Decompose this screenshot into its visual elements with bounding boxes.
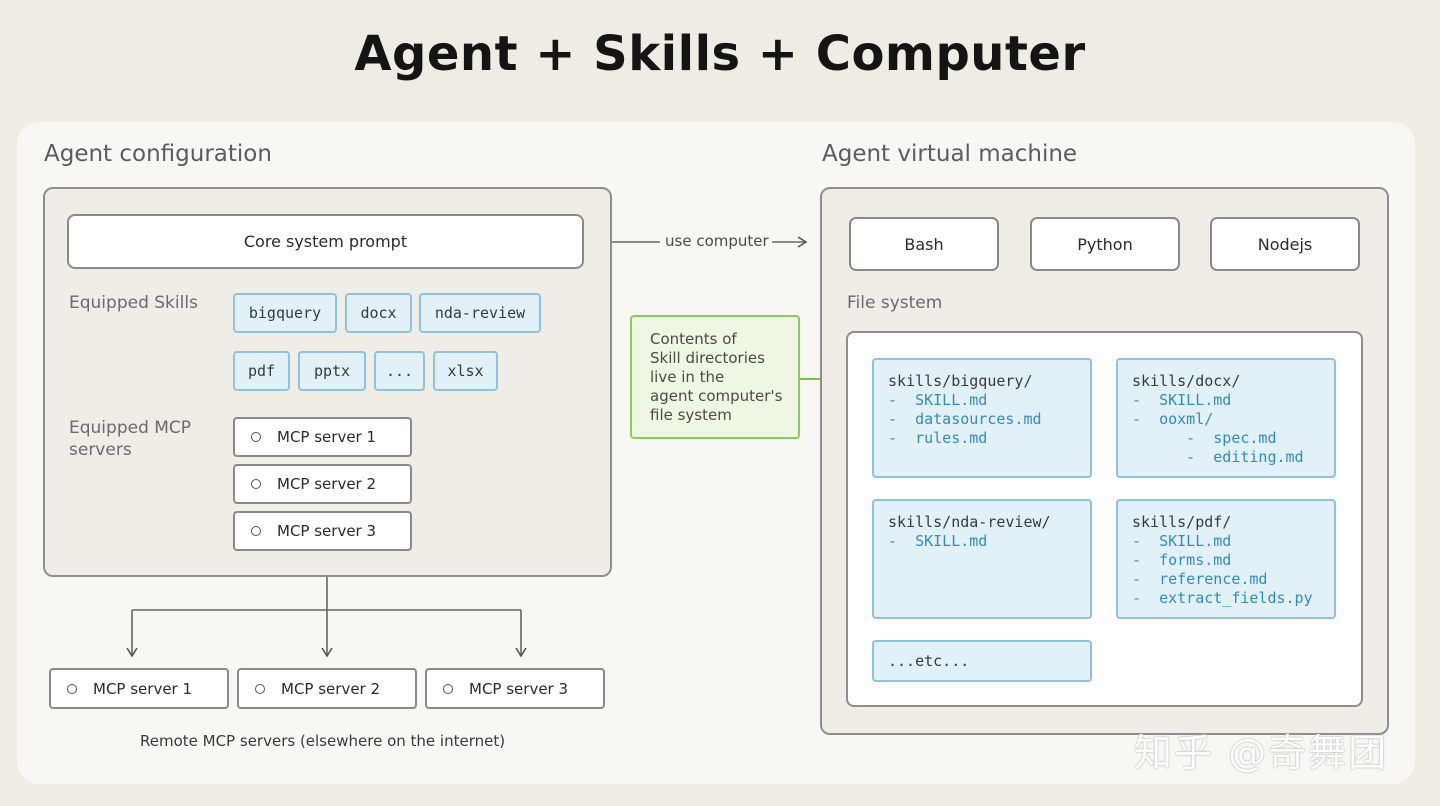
skill-directories-note: Contents of Skill directories live in th… [630,315,800,439]
runtime-bash: Bash [849,217,999,271]
use-computer-label: use computer [662,232,772,250]
file-item: - rules.md [888,429,988,447]
file-item: - extract_fields.py [1132,589,1313,607]
equipped-mcp-label: Equipped MCP servers [69,417,191,461]
skill-chip-pdf: pdf [233,351,290,391]
file-item: - forms.md [1132,551,1232,569]
circle-icon [251,432,261,442]
watermark: 知乎 @奇舞团 [1134,731,1389,775]
equipped-mcp-server-3: MCP server 3 [233,511,412,551]
dir-bigquery: skills/bigquery/ - SKILL.md - datasource… [872,358,1092,478]
file-item: - spec.md [1132,429,1277,447]
circle-icon [251,479,261,489]
dir-header: skills/nda-review/ [888,513,1051,531]
note-line: agent computer's [650,387,783,405]
skill-chip-xlsx: xlsx [433,351,498,391]
dir-header: skills/pdf/ [1132,513,1232,531]
skill-chip-nda-review: nda-review [419,293,541,333]
skill-chip-ellipsis: ... [374,351,425,391]
dir-nda-review: skills/nda-review/ - SKILL.md [872,499,1092,619]
note-line: file system [650,406,732,424]
remote-mcp-server-2: MCP server 2 [237,668,417,709]
circle-icon [443,683,453,694]
circle-icon [67,683,77,694]
file-item: - SKILL.md [888,391,988,409]
remote-mcp-caption: Remote MCP servers (elsewhere on the int… [140,732,506,750]
mcp-server-label: MCP server 2 [281,679,381,698]
dir-docx: skills/docx/ - SKILL.md - ooxml/ - spec.… [1116,358,1336,478]
file-item: - SKILL.md [1132,532,1232,550]
remote-mcp-server-1: MCP server 1 [49,668,229,709]
dir-etc: ...etc... [872,640,1092,682]
file-item: - SKILL.md [888,532,988,550]
note-line: Skill directories [650,349,765,367]
dir-etc-label: ...etc... [888,652,970,670]
equipped-mcp-label-line2: servers [69,440,132,460]
mcp-server-label: MCP server 1 [277,428,377,446]
note-line: Contents of [650,330,737,348]
core-system-prompt-box: Core system prompt [67,214,584,269]
skill-chip-docx: docx [345,293,412,333]
file-system-label: File system [847,293,943,313]
note-line: live in the [650,368,725,386]
dir-pdf: skills/pdf/ - SKILL.md - forms.md - refe… [1116,499,1336,619]
dir-header: skills/docx/ [1132,372,1241,390]
circle-icon [251,526,261,536]
file-item: - reference.md [1132,570,1268,588]
file-item: - SKILL.md [1132,391,1232,409]
skill-chip-pptx: pptx [298,351,366,391]
page-title: Agent + Skills + Computer [354,26,1086,82]
circle-icon [255,683,265,694]
equipped-mcp-label-line1: Equipped MCP [69,418,192,438]
runtime-python: Python [1030,217,1180,271]
equipped-skills-label: Equipped Skills [69,293,198,313]
file-item: - ooxml/ [1132,410,1214,428]
equipped-mcp-server-2: MCP server 2 [233,464,412,504]
file-item: - editing.md [1132,448,1304,466]
dir-header: skills/bigquery/ [888,372,1033,390]
vm-heading: Agent virtual machine [822,141,1078,167]
mcp-server-label: MCP server 2 [277,475,377,493]
skill-chip-bigquery: bigquery [233,293,337,333]
runtime-nodejs: Nodejs [1210,217,1360,271]
agent-config-heading: Agent configuration [44,141,272,167]
file-item: - datasources.md [888,410,1042,428]
mcp-server-label: MCP server 1 [93,679,193,698]
mcp-server-label: MCP server 3 [277,522,377,540]
mcp-server-label: MCP server 3 [469,679,569,698]
remote-mcp-server-3: MCP server 3 [425,668,605,709]
equipped-mcp-server-1: MCP server 1 [233,417,412,457]
